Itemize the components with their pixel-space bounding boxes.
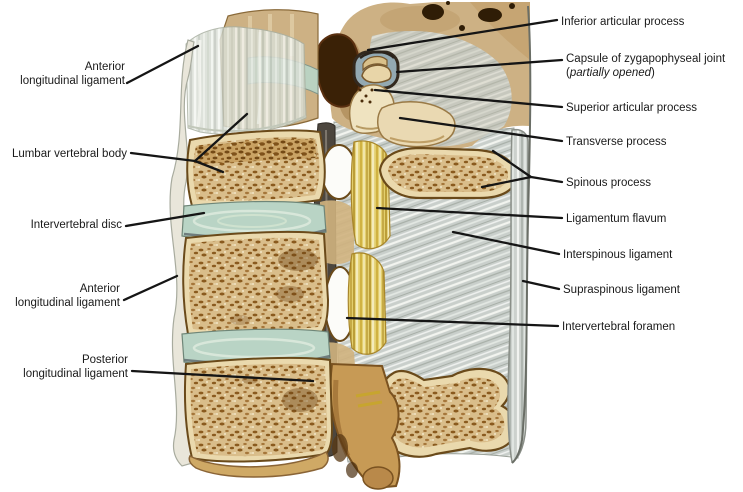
small-bone-pores (358, 88, 374, 104)
label-interspinous-ligament: Interspinous ligament (563, 249, 673, 261)
vertebral-body-3 (182, 230, 330, 338)
label-line: Supraspinous ligament (563, 284, 681, 296)
label-line: Anterior (85, 61, 125, 73)
label-line: longitudinal ligament (15, 297, 121, 309)
label-line: longitudinal ligament (20, 75, 126, 87)
leader-capsule-of-zygapophyseal-joint (395, 58, 564, 74)
bone-recess-spot (422, 4, 444, 20)
label-line: longitudinal ligament (23, 368, 129, 380)
leader-anterior-longitudinal-ligament-upper (125, 44, 200, 85)
leader-superior-articular-process (373, 88, 564, 109)
leader-intervertebral-foramen (345, 316, 560, 328)
drawing-right-border (511, 5, 532, 464)
label-posterior-longitudinal-ligament: Posterior longitudinal ligament (23, 354, 129, 380)
label-intervertebral-foramen: Intervertebral foramen (562, 321, 675, 333)
leader-supraspinous-ligament (521, 279, 561, 291)
label-intervertebral-disc: Intervertebral disc (31, 219, 123, 231)
posterior-column (312, 1, 532, 490)
label-inferior-articular-process: Inferior articular process (561, 16, 685, 28)
leader-spinous-process (480, 175, 533, 189)
label-segment: partially opened (569, 67, 652, 79)
label-line: Interspinous ligament (563, 249, 673, 261)
ligamentum-flavum-lower (347, 252, 387, 355)
label-line: Posterior (82, 354, 128, 366)
label-line: Anterior (80, 283, 120, 295)
label-line: Ligamentum flavum (566, 213, 666, 225)
anterior-longitudinal-ligament-sheet (185, 26, 307, 135)
leader-ligamentum-flavum (375, 206, 564, 220)
leader-lines (122, 18, 564, 383)
leader-interspinous-ligament (451, 230, 561, 256)
leader-intervertebral-disc (124, 211, 206, 228)
ligamentum-flavum-upper (350, 140, 391, 250)
label-anterior-longitudinal-ligament-upper: Anterior longitudinal ligament (20, 61, 126, 87)
vertebral-body-4 (183, 356, 334, 463)
label-spinous-process: Spinous process (566, 177, 651, 189)
label-segment: ) (651, 67, 655, 79)
label-segment: ( (566, 67, 570, 79)
label-capsule-of-zygapophyseal-joint: Capsule of zygapophyseal joint (partially… (566, 53, 726, 79)
leader-lumbar-vertebral-body (193, 112, 249, 163)
label-lumbar-vertebral-body: Lumbar vertebral body (12, 148, 127, 160)
vertebral-body-bottom-rim (188, 451, 329, 478)
pedicle-bone (320, 200, 354, 265)
label-line: Inferior articular process (561, 16, 685, 28)
leader-inferior-articular-process (366, 18, 559, 52)
label-line: Transverse process (566, 136, 667, 148)
anterior-column (169, 9, 334, 478)
transverse-process-bone (377, 101, 456, 148)
label-line: Capsule of zygapophyseal joint (566, 53, 726, 65)
label-line: (partially opened) (566, 67, 655, 79)
label-line: Lumbar vertebral body (12, 148, 127, 160)
leader-transverse-process (398, 116, 564, 143)
supraspinous-ligament-band (507, 128, 529, 464)
label-line: Superior articular process (566, 102, 697, 114)
leader-anterior-longitudinal-ligament-lower (122, 274, 179, 302)
spinous-process-upper (378, 146, 518, 200)
vertebral-body-2 (186, 129, 326, 208)
label-line: Intervertebral foramen (562, 321, 675, 333)
inferior-articular-process-lower-bone (329, 362, 401, 490)
label-anterior-longitudinal-ligament-lower: Anterior longitudinal ligament (15, 283, 121, 309)
bone-recess-spot (478, 8, 502, 22)
label-superior-articular-process: Superior articular process (566, 102, 697, 114)
label-ligamentum-flavum: Ligamentum flavum (566, 213, 666, 225)
zygapophyseal-joint-capsule-window (352, 50, 400, 90)
label-line: Intervertebral disc (31, 219, 123, 231)
label-line: Spinous process (566, 177, 651, 189)
spinous-process-lower (379, 367, 517, 458)
leader-posterior-longitudinal-ligament (130, 369, 315, 383)
label-transverse-process: Transverse process (566, 136, 667, 148)
label-supraspinous-ligament: Supraspinous ligament (563, 284, 681, 296)
